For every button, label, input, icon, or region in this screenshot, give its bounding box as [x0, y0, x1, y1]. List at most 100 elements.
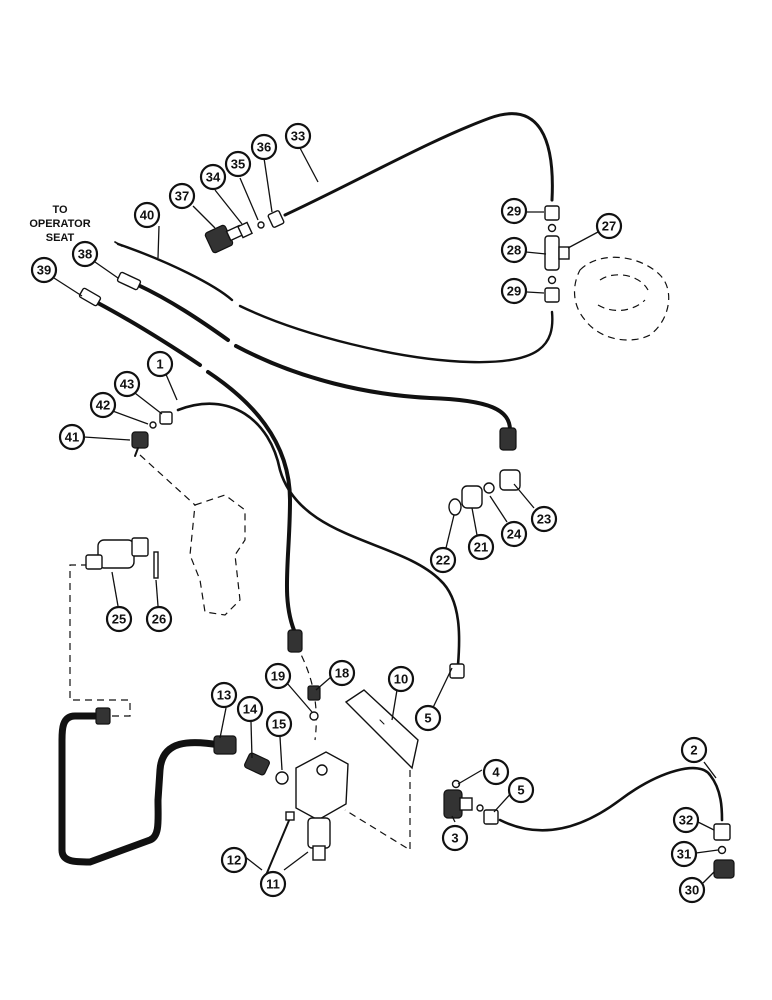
hose-38 [136, 283, 230, 342]
svg-text:27: 27 [602, 219, 616, 234]
plate-10 [344, 689, 419, 770]
callout-22: 22 [429, 546, 457, 574]
callout-29-bottom: 29 [500, 277, 528, 305]
svg-text:42: 42 [96, 398, 110, 413]
callout-28: 28 [500, 236, 528, 264]
nut-34 [237, 221, 253, 239]
svg-text:19: 19 [271, 669, 285, 684]
svg-text:24: 24 [507, 527, 522, 542]
callout-10: 10 [387, 665, 415, 693]
nut-5-top [449, 663, 465, 679]
adapter-21 [461, 485, 483, 509]
callout-27: 27 [595, 212, 623, 240]
svg-text:1: 1 [156, 357, 163, 372]
fitting-37 [204, 224, 245, 254]
o-ring-24 [483, 482, 495, 494]
tube-nut-13 [95, 707, 111, 725]
callout-26: 26 [145, 605, 173, 633]
callout-32: 32 [672, 806, 700, 834]
sleeve-35 [257, 221, 265, 229]
fitting-14 [244, 752, 270, 776]
leader-lines [53, 147, 719, 884]
bolt-12 [263, 811, 295, 881]
callout-5-right: 5 [507, 776, 535, 804]
svg-text:34: 34 [206, 170, 221, 185]
svg-text:22: 22 [436, 553, 450, 568]
callout-15: 15 [265, 710, 293, 738]
svg-text:12: 12 [227, 853, 241, 868]
callout-3: 3 [441, 824, 469, 852]
sleeve-28 [547, 223, 557, 285]
nut-5-right [483, 809, 499, 825]
callout-33: 33 [284, 122, 312, 150]
tube-end-13 [213, 735, 237, 755]
callout-12: 12 [220, 846, 248, 874]
callout-25: 25 [105, 605, 133, 633]
hose-33 [283, 112, 554, 217]
hose-end-fitting [499, 427, 517, 451]
hose-end-39 [78, 287, 102, 307]
callout-41: 41 [58, 423, 86, 451]
note-line-3: SEAT [46, 232, 75, 244]
cable-40-b [238, 304, 554, 364]
callout-19: 19 [264, 662, 292, 690]
svg-text:14: 14 [243, 702, 258, 717]
tee-25 [85, 537, 149, 570]
hose-end-38 [116, 271, 142, 291]
svg-text:41: 41 [65, 430, 79, 445]
svg-text:10: 10 [394, 672, 408, 687]
callout-1: 1 [146, 350, 174, 378]
callout-21: 21 [467, 533, 495, 561]
callout-14: 14 [236, 695, 264, 723]
callout-13: 13 [210, 681, 238, 709]
callout-29-top: 29 [500, 197, 528, 225]
svg-text:11: 11 [266, 877, 280, 892]
svg-text:3: 3 [451, 831, 458, 846]
nut-43 [159, 411, 173, 425]
valve-body-11 [295, 751, 349, 861]
svg-text:23: 23 [537, 512, 551, 527]
callout-42: 42 [89, 391, 117, 419]
nut-32 [713, 823, 731, 841]
callout-31: 31 [670, 840, 698, 868]
tube-13-inner [59, 713, 223, 865]
svg-text:2: 2 [690, 743, 697, 758]
elbow-30 [713, 859, 735, 879]
dashed-line-41 [139, 454, 196, 506]
svg-text:40: 40 [140, 208, 154, 223]
svg-text:36: 36 [257, 140, 271, 155]
svg-text:37: 37 [175, 189, 189, 204]
tee-fitting-27 [544, 235, 570, 271]
tube-13-outer [58, 712, 224, 866]
callout-40: 40 [133, 201, 161, 229]
svg-text:43: 43 [120, 377, 134, 392]
sleeve-31 [717, 845, 727, 855]
svg-text:21: 21 [474, 540, 488, 555]
svg-text:18: 18 [335, 666, 349, 681]
svg-text:32: 32 [679, 813, 693, 828]
hose-end-valve [287, 629, 303, 653]
dashed-line-10 [344, 770, 411, 852]
tee-3 [443, 789, 473, 819]
hose-39-b [206, 370, 298, 637]
svg-text:15: 15 [272, 717, 286, 732]
callout-43: 43 [113, 370, 141, 398]
callout-2: 2 [680, 736, 708, 764]
callout-37: 37 [168, 182, 196, 210]
o-ring-19 [309, 711, 319, 721]
o-ring-22 [448, 498, 462, 516]
callout-34: 34 [199, 163, 227, 191]
svg-text:13: 13 [217, 688, 231, 703]
svg-text:33: 33 [291, 129, 305, 144]
dashed-line-19 [295, 644, 317, 741]
elbow-41 [131, 431, 149, 457]
svg-text:25: 25 [112, 612, 126, 627]
callout-39: 39 [30, 256, 58, 284]
dashed-line-25 [69, 564, 131, 717]
cable-40 [116, 242, 234, 302]
nut-36 [267, 210, 285, 228]
sleeve-42 [149, 421, 157, 429]
pin-26 [153, 551, 159, 579]
callout-30: 30 [678, 876, 706, 904]
